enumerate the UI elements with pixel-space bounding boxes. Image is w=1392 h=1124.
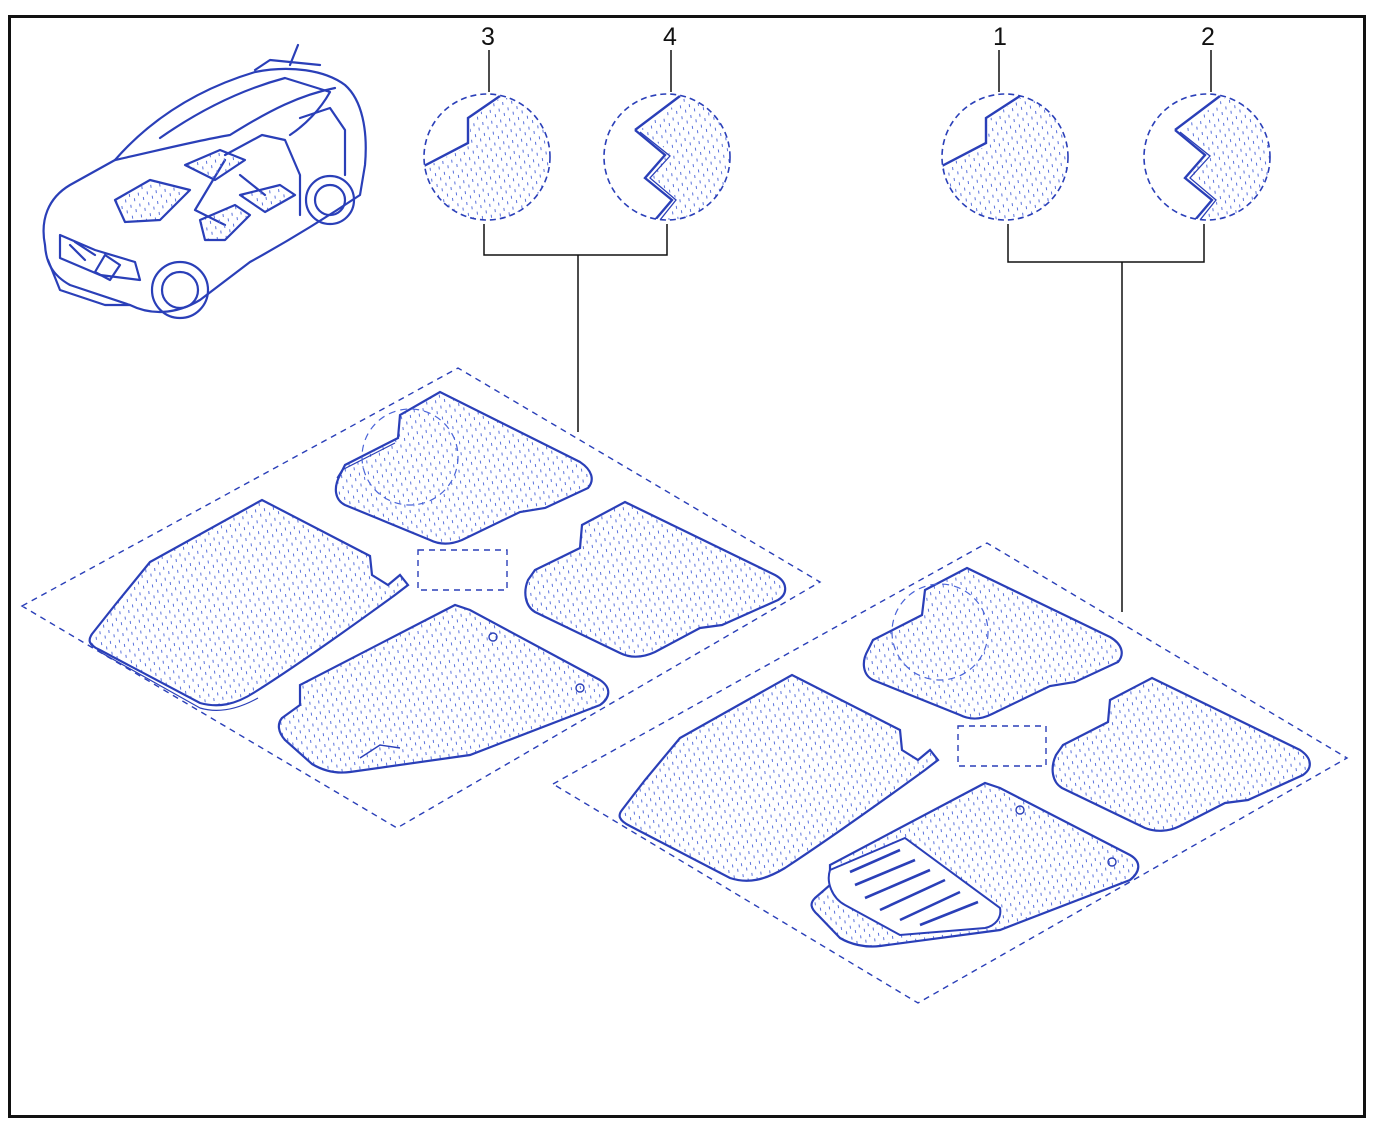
diagram-frame (8, 15, 1366, 1118)
car-illustration-icon (42, 43, 367, 320)
floor-mat-icon (810, 781, 1140, 948)
floor-mat-icon (334, 390, 593, 545)
leader-lines (483, 50, 1212, 612)
detail-circle-4 (603, 93, 731, 221)
floor-mat-set-right (551, 542, 1349, 1004)
floor-mat-icon (862, 566, 1123, 720)
floor-mat-icon (524, 500, 787, 658)
callout-label-2: 2 (1201, 23, 1215, 51)
floor-mat-icon (618, 673, 940, 882)
callout-label-4: 4 (663, 23, 677, 51)
heel-pad (827, 836, 1002, 937)
detail-circle-1 (941, 93, 1069, 221)
floor-mat-set-left (20, 367, 822, 829)
detail-circle-2 (1143, 93, 1271, 221)
floor-mat-icon (1051, 676, 1311, 832)
floor-mat-icon (88, 498, 410, 711)
texture-detail-icon (423, 93, 1271, 221)
detail-circle-3 (423, 93, 551, 221)
callout-label-1: 1 (993, 23, 1007, 51)
callout-label-3: 3 (481, 23, 495, 51)
floor-mat-icon (277, 603, 610, 774)
